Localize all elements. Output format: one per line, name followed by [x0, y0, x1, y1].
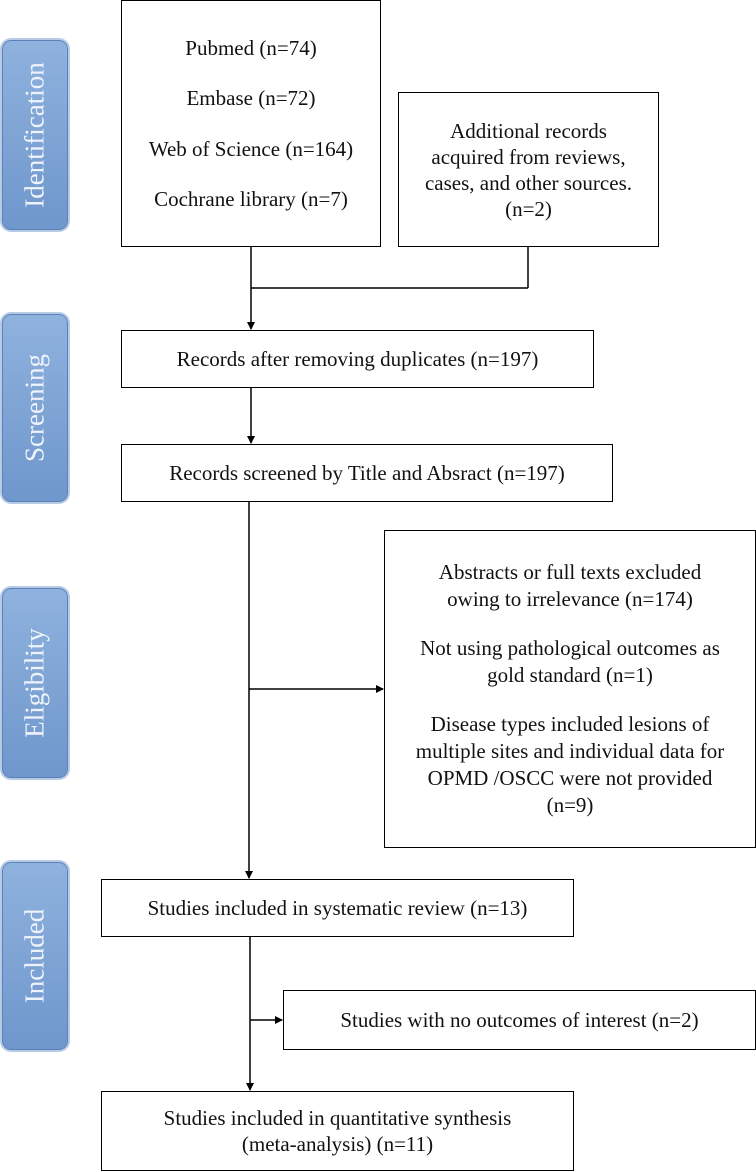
excluded-box: Abstracts or full texts excluded owing t… — [384, 530, 756, 848]
excluded-reason-disease-types: Disease types included lesions of multip… — [416, 711, 725, 819]
excluded-line: (n=9) — [546, 793, 594, 817]
quantitative-line: (meta-analysis) (n=11) — [241, 1132, 434, 1156]
excluded-line: Disease types included lesions of — [430, 712, 710, 736]
excluded-line: multiple sites and individual data for — [415, 739, 725, 763]
duplicates-removed-text: Records after removing duplicates (n=197… — [176, 347, 539, 371]
stage-identification: Identification — [2, 40, 68, 230]
screened-text: Records screened by Title and Absract (n… — [169, 461, 565, 485]
additional-records-box: Additional records acquired from reviews… — [398, 92, 659, 247]
no-outcomes-text: Studies with no outcomes of interest (n=… — [340, 1008, 699, 1032]
additional-count: (n=2) — [505, 196, 552, 221]
quantitative-line: Studies included in quantitative synthes… — [163, 1106, 512, 1130]
no-outcomes-box: Studies with no outcomes of interest (n=… — [283, 990, 756, 1050]
quantitative-synthesis-box: Studies included in quantitative synthes… — [101, 1091, 574, 1171]
database-web-of-science: Web of Science (n=164) — [148, 136, 354, 161]
excluded-line: Not using pathological outcomes as — [420, 636, 720, 660]
excluded-line: gold standard (n=1) — [487, 663, 653, 687]
databases-box: Pubmed (n=74) Embase (n=72) Web of Scien… — [121, 0, 381, 247]
excluded-line: owing to irrelevance (n=174) — [447, 587, 693, 611]
excluded-reason-irrelevance: Abstracts or full texts excluded owing t… — [439, 559, 701, 613]
systematic-review-text: Studies included in systematic review (n… — [147, 896, 528, 920]
stage-included: Included — [2, 862, 68, 1050]
excluded-line: Abstracts or full texts excluded — [438, 560, 702, 584]
additional-line: Additional records — [450, 118, 607, 143]
excluded-line: OPMD /OSCC were not provided — [427, 766, 713, 790]
database-cochrane: Cochrane library (n=7) — [154, 186, 348, 211]
additional-line: acquired from reviews, — [431, 144, 626, 169]
stage-screening: Screening — [2, 314, 68, 502]
excluded-reason-gold-standard: Not using pathological outcomes as gold … — [420, 635, 720, 689]
additional-line: cases, and other sources. — [424, 170, 632, 195]
duplicates-removed-box: Records after removing duplicates (n=197… — [121, 330, 594, 388]
stage-eligibility: Eligibility — [2, 588, 68, 778]
database-pubmed: Pubmed (n=74) — [185, 36, 317, 61]
screened-box: Records screened by Title and Absract (n… — [121, 444, 613, 502]
systematic-review-box: Studies included in systematic review (n… — [101, 879, 574, 937]
database-embase: Embase (n=72) — [186, 86, 316, 111]
